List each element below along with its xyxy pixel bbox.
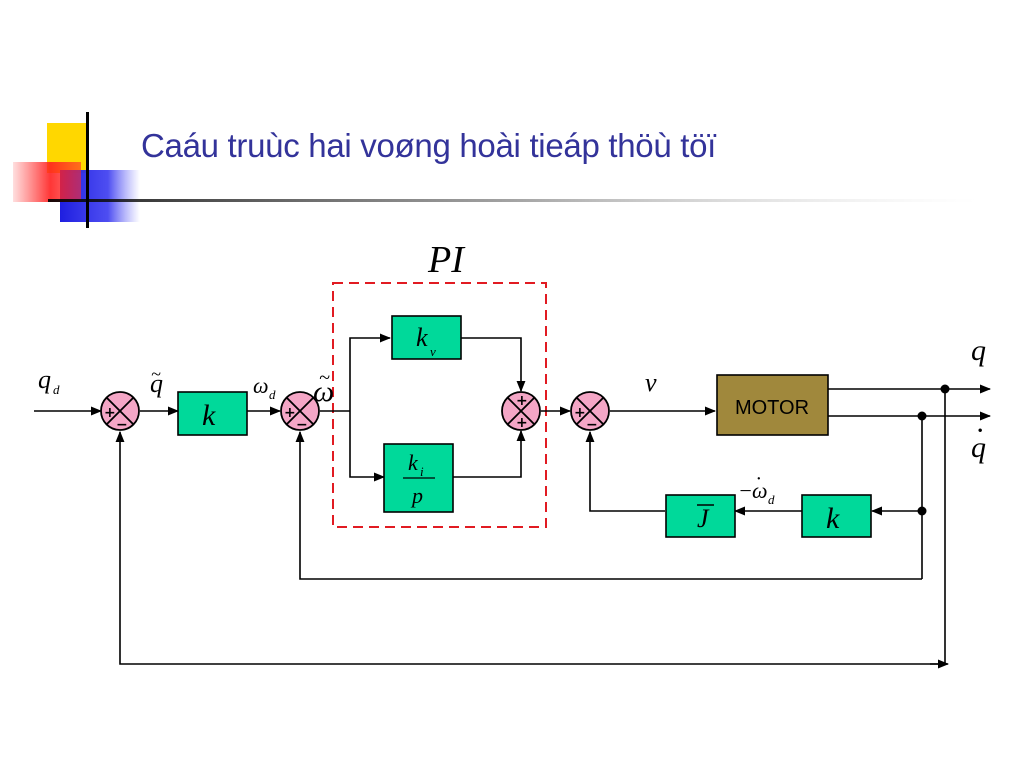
slide-decoration	[13, 112, 978, 228]
svg-text:i: i	[420, 464, 424, 479]
svg-text:~: ~	[151, 364, 161, 384]
svg-text:−: −	[586, 417, 598, 433]
svg-text:−: −	[116, 417, 128, 433]
wire-q-to-s1	[115, 430, 945, 665]
svg-text:d: d	[269, 387, 276, 402]
svg-text:k: k	[202, 399, 216, 432]
red-square	[13, 162, 81, 202]
summing-junction-1: + −	[100, 391, 140, 433]
svg-text:−: −	[738, 478, 753, 503]
svg-text:+: +	[516, 415, 528, 431]
svg-text:d: d	[53, 382, 60, 397]
wire-kv-to-s3	[461, 337, 526, 393]
svg-text:ω: ω	[313, 375, 334, 408]
svg-text:~: ~	[319, 367, 330, 389]
label-v: v	[645, 368, 657, 397]
junction-dot-q	[940, 384, 950, 394]
svg-text:k: k	[408, 450, 419, 475]
svg-text:−: −	[296, 417, 308, 433]
summing-junction-3: + +	[501, 391, 541, 431]
label-omega-d: ω d	[253, 373, 276, 402]
svg-text:k: k	[416, 323, 428, 352]
title-underline	[48, 199, 978, 202]
svg-text:MOTOR: MOTOR	[735, 397, 809, 419]
label-neg-omega-dot-d: − ω · d	[738, 468, 775, 507]
junction-dot-kfb	[917, 506, 927, 516]
svg-text:q: q	[150, 369, 163, 398]
wire-qdot-to-s2	[295, 430, 922, 580]
junction-dot-qdot	[917, 411, 927, 421]
svg-text:q: q	[38, 365, 51, 394]
svg-text:d: d	[768, 492, 775, 507]
pi-controller-boundary	[332, 282, 547, 528]
label-qd: q d	[38, 365, 60, 397]
slide-title: Caáu truùc hai voøng hoài tieáp thöù töï	[141, 127, 717, 164]
svg-text:q: q	[971, 431, 986, 464]
inertia-block-j-bar: J	[665, 494, 736, 538]
label-omega-tilde: ω ~	[313, 367, 334, 408]
label-q-tilde: q ~	[150, 364, 163, 398]
svg-text:p: p	[410, 483, 423, 508]
svg-text:+: +	[284, 405, 296, 421]
svg-text:ω: ω	[253, 373, 269, 398]
integral-block-ki-over-p: k i p	[383, 443, 454, 513]
svg-text:ω: ω	[752, 478, 768, 503]
svg-text:+: +	[574, 405, 586, 421]
label-q-output: q	[971, 334, 986, 367]
svg-text:·: ·	[976, 414, 984, 447]
svg-text:v: v	[430, 344, 436, 359]
svg-text:+: +	[104, 405, 116, 421]
label-q-dot-output: q ·	[971, 414, 986, 464]
gain-block-k-outer: k	[177, 391, 248, 436]
svg-text:k: k	[826, 502, 840, 535]
svg-text:J: J	[697, 504, 710, 533]
gain-block-kv: k v	[391, 315, 462, 360]
vertical-accent-line	[86, 112, 89, 228]
wire-ki-to-s3	[453, 429, 526, 478]
summing-junction-2: + −	[280, 391, 320, 433]
wire-branch-to-kv	[349, 333, 392, 411]
motor-block: MOTOR	[716, 374, 829, 436]
summing-junction-4: + −	[570, 391, 610, 433]
wire-j-to-s4	[585, 430, 665, 512]
svg-text:+: +	[516, 393, 528, 409]
gain-block-k-feedback: k	[801, 494, 872, 538]
pi-label: PI	[427, 239, 466, 281]
wire-branch-to-ki	[349, 411, 386, 482]
svg-text:·: ·	[756, 468, 761, 490]
